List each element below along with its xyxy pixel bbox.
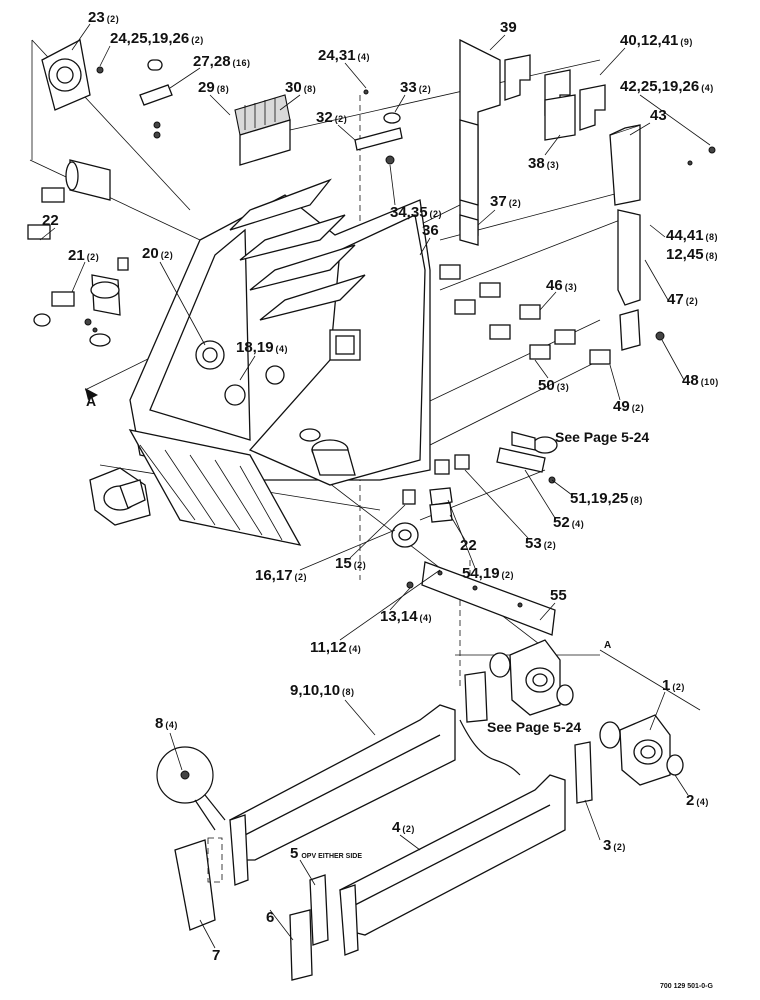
callout-46: 46(3) bbox=[546, 277, 577, 294]
callout-4: 4(2) bbox=[392, 819, 415, 836]
callout-39: 39 bbox=[500, 19, 517, 36]
callout-54-19: 54,19(2) bbox=[462, 565, 514, 582]
callout-52: 52(4) bbox=[553, 514, 584, 531]
callout-27-28: 27,28(16) bbox=[193, 53, 251, 70]
callout-23: 23(2) bbox=[88, 9, 119, 26]
callout-18-19: 18,19(4) bbox=[236, 339, 288, 356]
callout-48: 48(10) bbox=[682, 372, 719, 389]
callout-43: 43 bbox=[650, 107, 667, 124]
callout-1: 1(2) bbox=[662, 677, 685, 694]
callout-8: 8(4) bbox=[155, 715, 178, 732]
callout-51-19-25: 51,19,25(8) bbox=[570, 490, 643, 507]
opp-either-side-note: OPV EITHER SIDE bbox=[301, 853, 362, 860]
callout-32: 32(2) bbox=[316, 109, 347, 126]
callout-7: 7 bbox=[212, 947, 220, 964]
callout-22-upper: 22 bbox=[42, 212, 59, 229]
callout-labels: 23(2) 24,25,19,26(2) 27,28(16) 29(8) 30(… bbox=[42, 9, 719, 990]
callout-24-31: 24,31(4) bbox=[318, 47, 370, 64]
callout-30: 30(8) bbox=[285, 79, 316, 96]
see-page-note-upper: See Page 5-24 bbox=[555, 429, 649, 445]
callout-21: 21(2) bbox=[68, 247, 99, 264]
callout-42-25-19-26: 42,25,19,26(4) bbox=[620, 78, 714, 95]
callout-47: 47(2) bbox=[667, 291, 698, 308]
callout-38: 38(3) bbox=[528, 155, 559, 172]
callout-36: 36 bbox=[422, 222, 439, 239]
callout-34-35: 34,35(2) bbox=[390, 204, 442, 221]
see-page-note-lower: See Page 5-24 bbox=[487, 719, 581, 735]
callout-13-14: 13,14(4) bbox=[380, 608, 432, 625]
callout-29: 29(8) bbox=[198, 79, 229, 96]
figure-number: 700 129 501-0-G bbox=[660, 983, 713, 990]
ref-a-right: A bbox=[604, 640, 611, 651]
callout-44-41: 44,41(8) bbox=[666, 227, 718, 244]
callout-24-25-19-26: 24,25,19,26(2) bbox=[110, 30, 204, 47]
callout-55: 55 bbox=[550, 587, 567, 604]
diagram-drawing bbox=[27, 38, 716, 981]
callout-9-10-10: 9,10,10(8) bbox=[290, 682, 355, 699]
callout-3: 3(2) bbox=[603, 837, 626, 854]
ref-a-left: A bbox=[86, 393, 96, 409]
callout-2: 2(4) bbox=[686, 792, 709, 809]
callout-6: 6 bbox=[266, 909, 274, 926]
callout-12-45: 12,45(8) bbox=[666, 246, 718, 263]
leader-lines bbox=[39, 23, 711, 949]
callout-53: 53(2) bbox=[525, 535, 556, 552]
callout-11-12: 11,12(4) bbox=[310, 639, 361, 656]
callout-16-17: 16,17(2) bbox=[255, 567, 307, 584]
callout-40-12-41: 40,12,41(9) bbox=[620, 32, 693, 49]
callout-33: 33(2) bbox=[400, 79, 431, 96]
callout-49: 49(2) bbox=[613, 398, 644, 415]
callout-50: 50(3) bbox=[538, 377, 569, 394]
callout-20: 20(2) bbox=[142, 245, 173, 262]
callout-37: 37(2) bbox=[490, 193, 521, 210]
callout-15: 15(2) bbox=[335, 555, 366, 572]
